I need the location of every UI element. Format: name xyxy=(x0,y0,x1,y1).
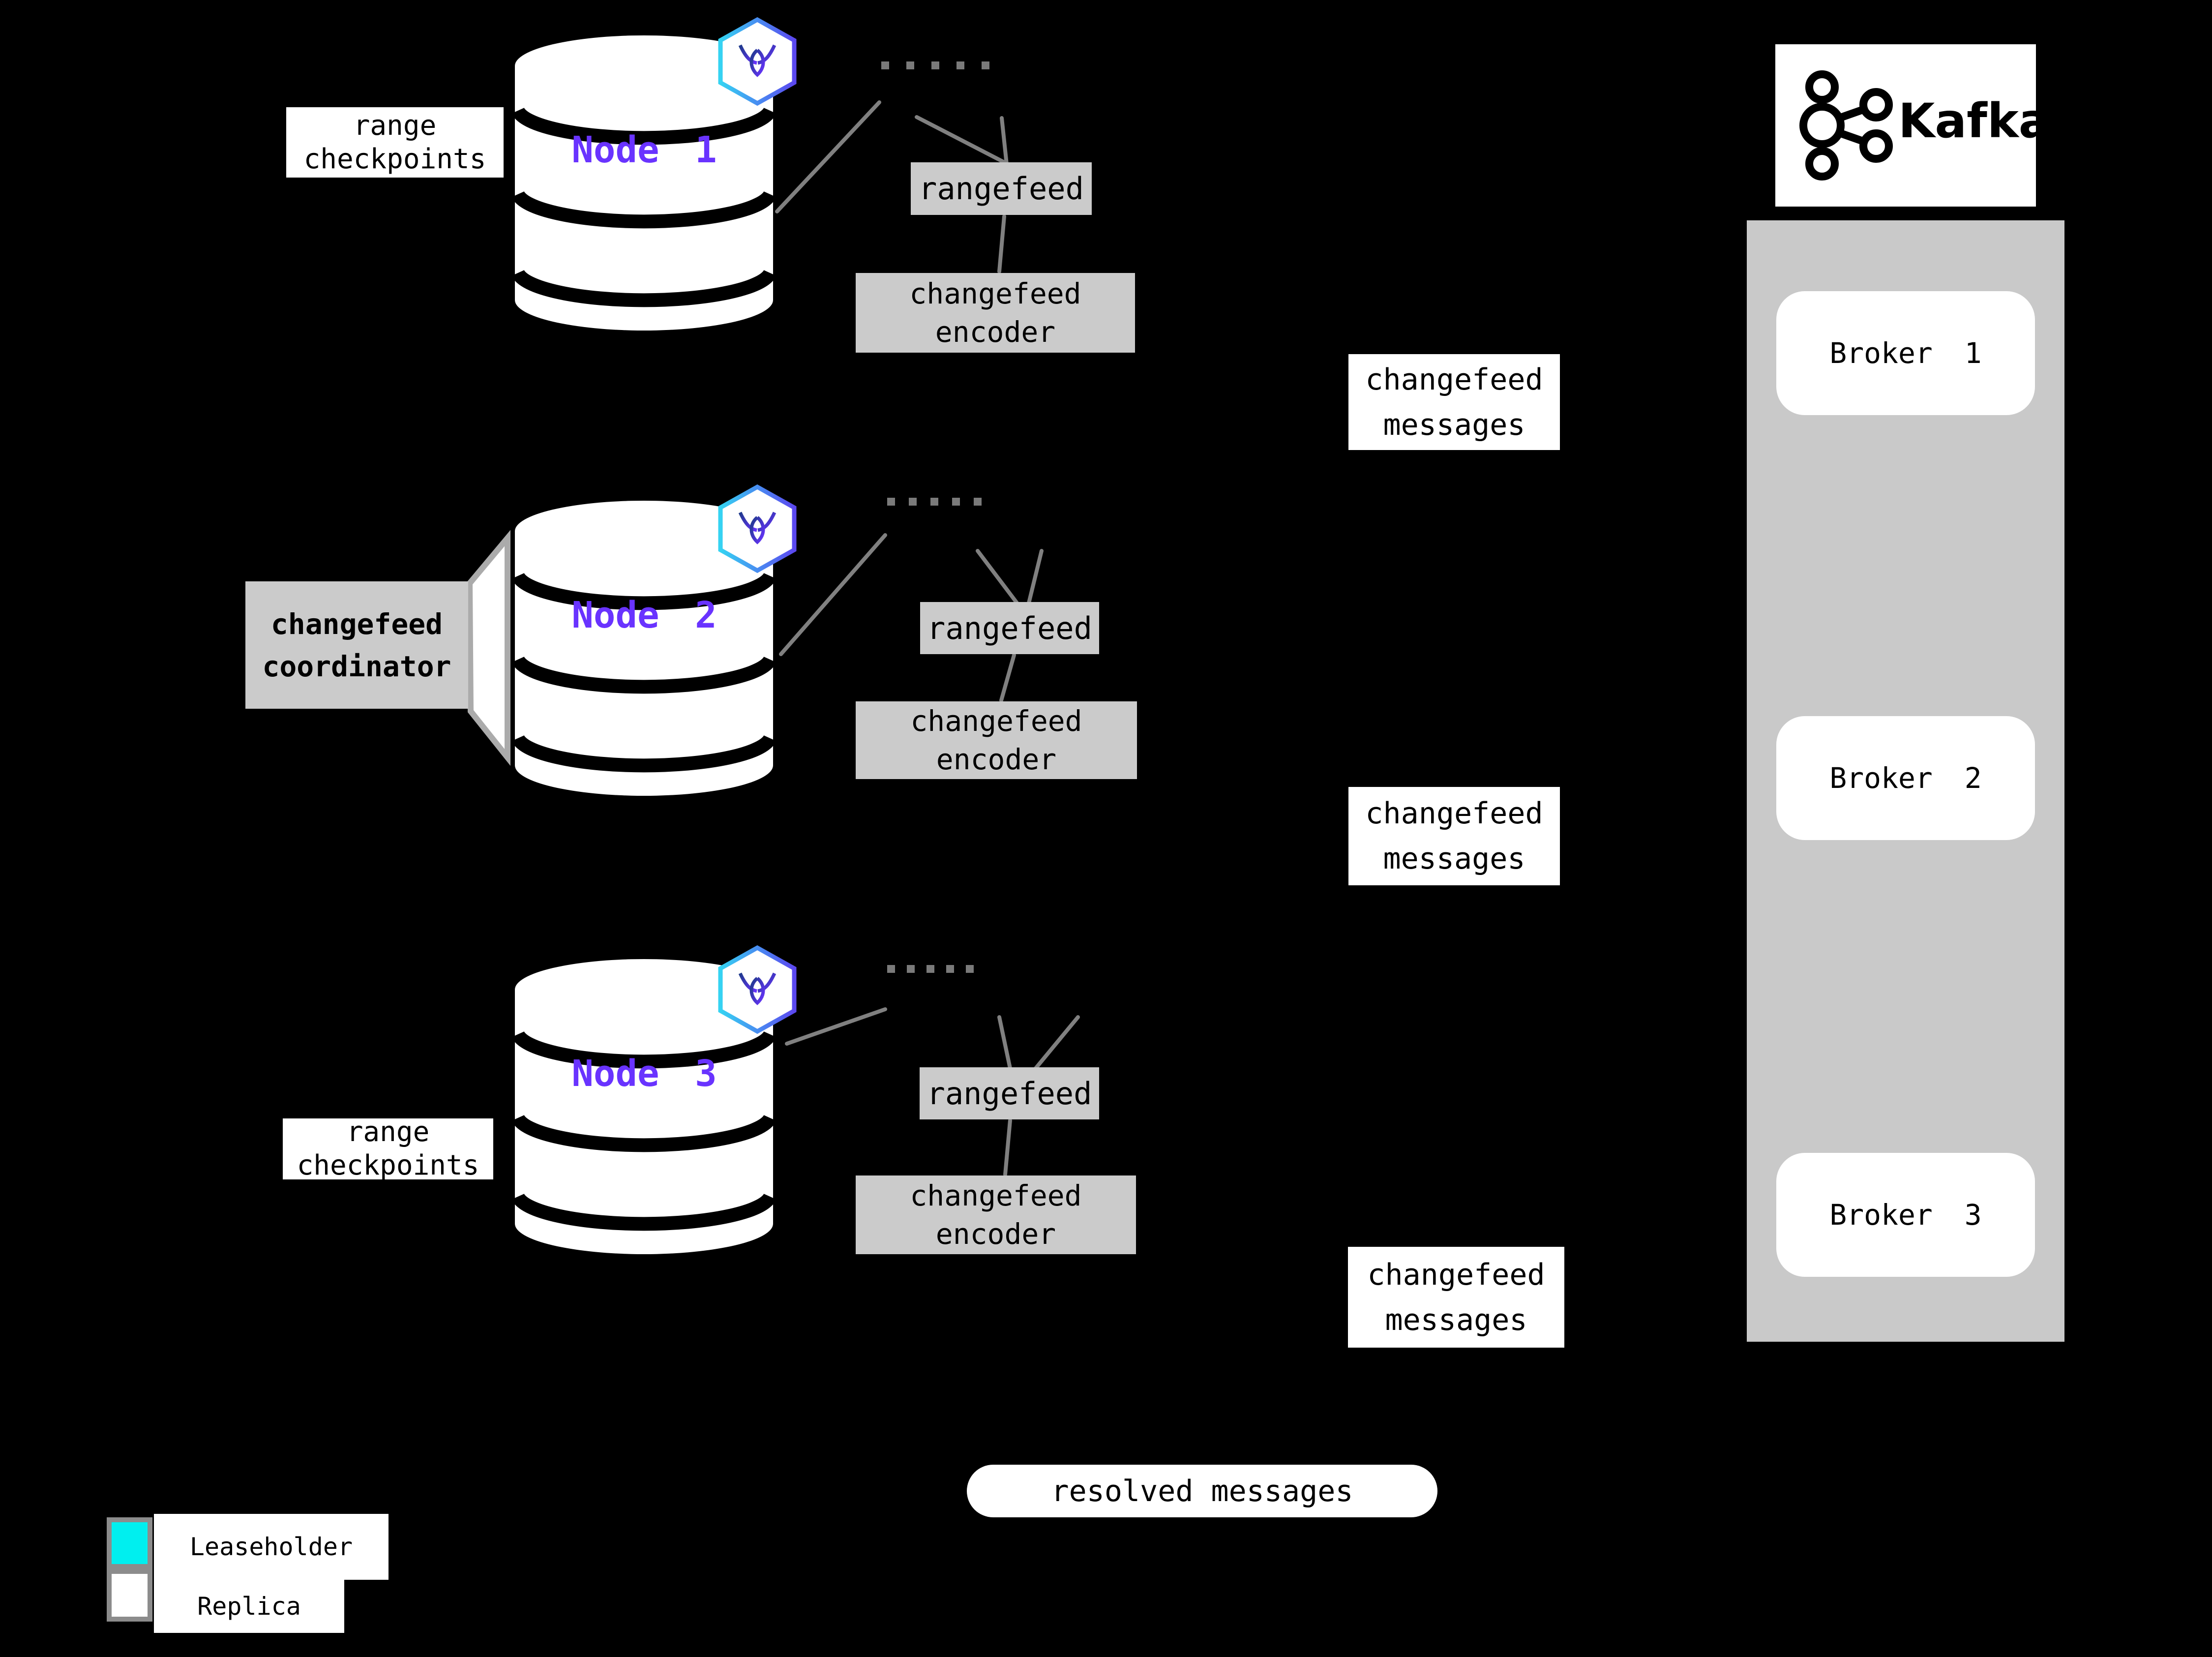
label-line: encoder xyxy=(935,1217,1056,1251)
node1-title: Node 1 xyxy=(571,129,717,171)
broker-2: Broker 2 xyxy=(1776,716,2035,840)
changefeed-messages-label: changefeed messages xyxy=(1348,1247,1564,1348)
range-square-leaseholder xyxy=(974,498,982,506)
label-line: messages xyxy=(1385,1302,1527,1337)
changefeed-encoder-box: changefeed encoder xyxy=(856,1175,1136,1254)
label-line: changefeed xyxy=(909,277,1081,310)
range-square-replica xyxy=(930,498,938,506)
kafka-icon xyxy=(1795,66,1908,184)
label-line: range xyxy=(346,1116,430,1148)
range-square-replica xyxy=(881,61,889,69)
label-line: changefeed xyxy=(910,704,1082,738)
legend-label: Leaseholder xyxy=(154,1514,389,1580)
cockroachdb-icon xyxy=(720,487,794,571)
label-line: coordinator xyxy=(262,649,451,683)
coordinator-callout-wedge xyxy=(466,530,510,766)
node2-range-squares xyxy=(887,498,982,506)
range-square-replica xyxy=(966,965,974,973)
resolved-messages-label: resolved messages xyxy=(967,1465,1437,1517)
label-line: encoder xyxy=(936,743,1057,776)
label-line: checkpoints xyxy=(297,1149,479,1181)
range-square-empty xyxy=(952,498,960,506)
label-line: changefeed xyxy=(910,1179,1082,1212)
node2-connector-lines xyxy=(779,533,1044,702)
label-line: rangefeed xyxy=(927,610,1092,646)
changefeed-messages-label: changefeed messages xyxy=(1348,787,1560,885)
changefeed-messages-label: changefeed messages xyxy=(1348,354,1560,450)
node3-range-squares xyxy=(887,965,974,973)
range-square-leaseholder xyxy=(906,61,914,69)
label-line: rangefeed xyxy=(927,1075,1092,1112)
label-line: changefeed xyxy=(1365,796,1543,831)
range-square-replica xyxy=(982,61,989,69)
cockroachdb-icon xyxy=(720,948,794,1031)
label-line: Replica xyxy=(197,1592,301,1621)
replica-swatch xyxy=(107,1569,152,1622)
broker-3: Broker 3 xyxy=(1776,1153,2035,1277)
range-square-replica xyxy=(927,965,934,973)
range-square-leaseholder xyxy=(957,61,964,69)
label-line: messages xyxy=(1383,407,1525,442)
node2-title: Node 2 xyxy=(571,594,717,636)
range-square-replica xyxy=(931,61,939,69)
range-square-empty xyxy=(907,965,915,973)
node1-connector-lines xyxy=(775,100,1010,273)
label-line: Leaseholder xyxy=(189,1533,353,1561)
arrowhead-into-encoder2 xyxy=(1135,738,1157,753)
rangefeed-box: rangefeed xyxy=(911,162,1092,215)
range-square-leaseholder xyxy=(909,498,917,506)
label-line: checkpoints xyxy=(303,143,486,175)
range-square-replica xyxy=(887,498,895,506)
changefeed-encoder-box: changefeed encoder xyxy=(856,273,1135,353)
label-line: changefeed xyxy=(270,607,443,641)
cockroachdb-icon xyxy=(720,20,794,103)
rangefeed-box: rangefeed xyxy=(920,602,1099,654)
legend-label: Replica xyxy=(154,1580,344,1633)
node3-connector-lines xyxy=(785,1007,1080,1176)
node1-range-squares xyxy=(881,61,989,69)
range-square-leaseholder xyxy=(887,965,895,973)
broker-1: Broker 1 xyxy=(1776,291,2035,415)
leaseholder-swatch xyxy=(107,1517,152,1569)
range-square-leaseholder xyxy=(946,965,954,973)
label-line: changefeed xyxy=(1365,362,1543,397)
changefeed-coordinator-box: changefeed coordinator xyxy=(245,581,468,709)
kafka-logo-box: Kafka xyxy=(1775,44,2051,207)
label-line: messages xyxy=(1383,842,1525,876)
label-line: changefeed xyxy=(1367,1257,1545,1292)
node3-title: Node 3 xyxy=(571,1053,717,1095)
label-line: rangefeed xyxy=(919,171,1084,207)
kafka-title: Kafka xyxy=(1898,93,2051,149)
changefeed-encoder-box: changefeed encoder xyxy=(856,701,1137,779)
arrowhead-into-coordinator xyxy=(224,636,252,655)
rangefeed-box: rangefeed xyxy=(920,1067,1099,1119)
range-checkpoints-label: range checkpoints xyxy=(286,107,504,178)
label-line: encoder xyxy=(935,315,1056,349)
label-line: range xyxy=(353,109,437,142)
range-checkpoints-label: range checkpoints xyxy=(283,1116,493,1181)
